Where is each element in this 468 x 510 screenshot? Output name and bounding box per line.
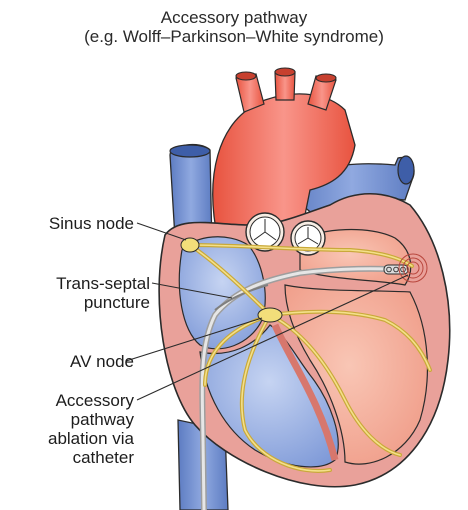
superior-vena-cava-opening xyxy=(170,145,210,157)
label-accessory-line3: ablation via xyxy=(10,429,134,448)
label-accessory-line2: pathway xyxy=(10,410,134,429)
av-node xyxy=(258,308,282,322)
label-accessory-line1: Accessory xyxy=(10,391,134,410)
right-atrium xyxy=(179,237,265,349)
label-accessory-line4: catheter xyxy=(10,448,134,467)
sinus-node xyxy=(181,238,199,252)
label-sinus-node: Sinus node xyxy=(10,214,134,233)
label-trans-septal-line1: Trans-septal xyxy=(10,274,150,293)
pulmonary-artery-opening xyxy=(398,156,414,184)
label-trans-septal-line2: puncture xyxy=(10,293,150,312)
label-av-node: AV node xyxy=(10,352,134,371)
